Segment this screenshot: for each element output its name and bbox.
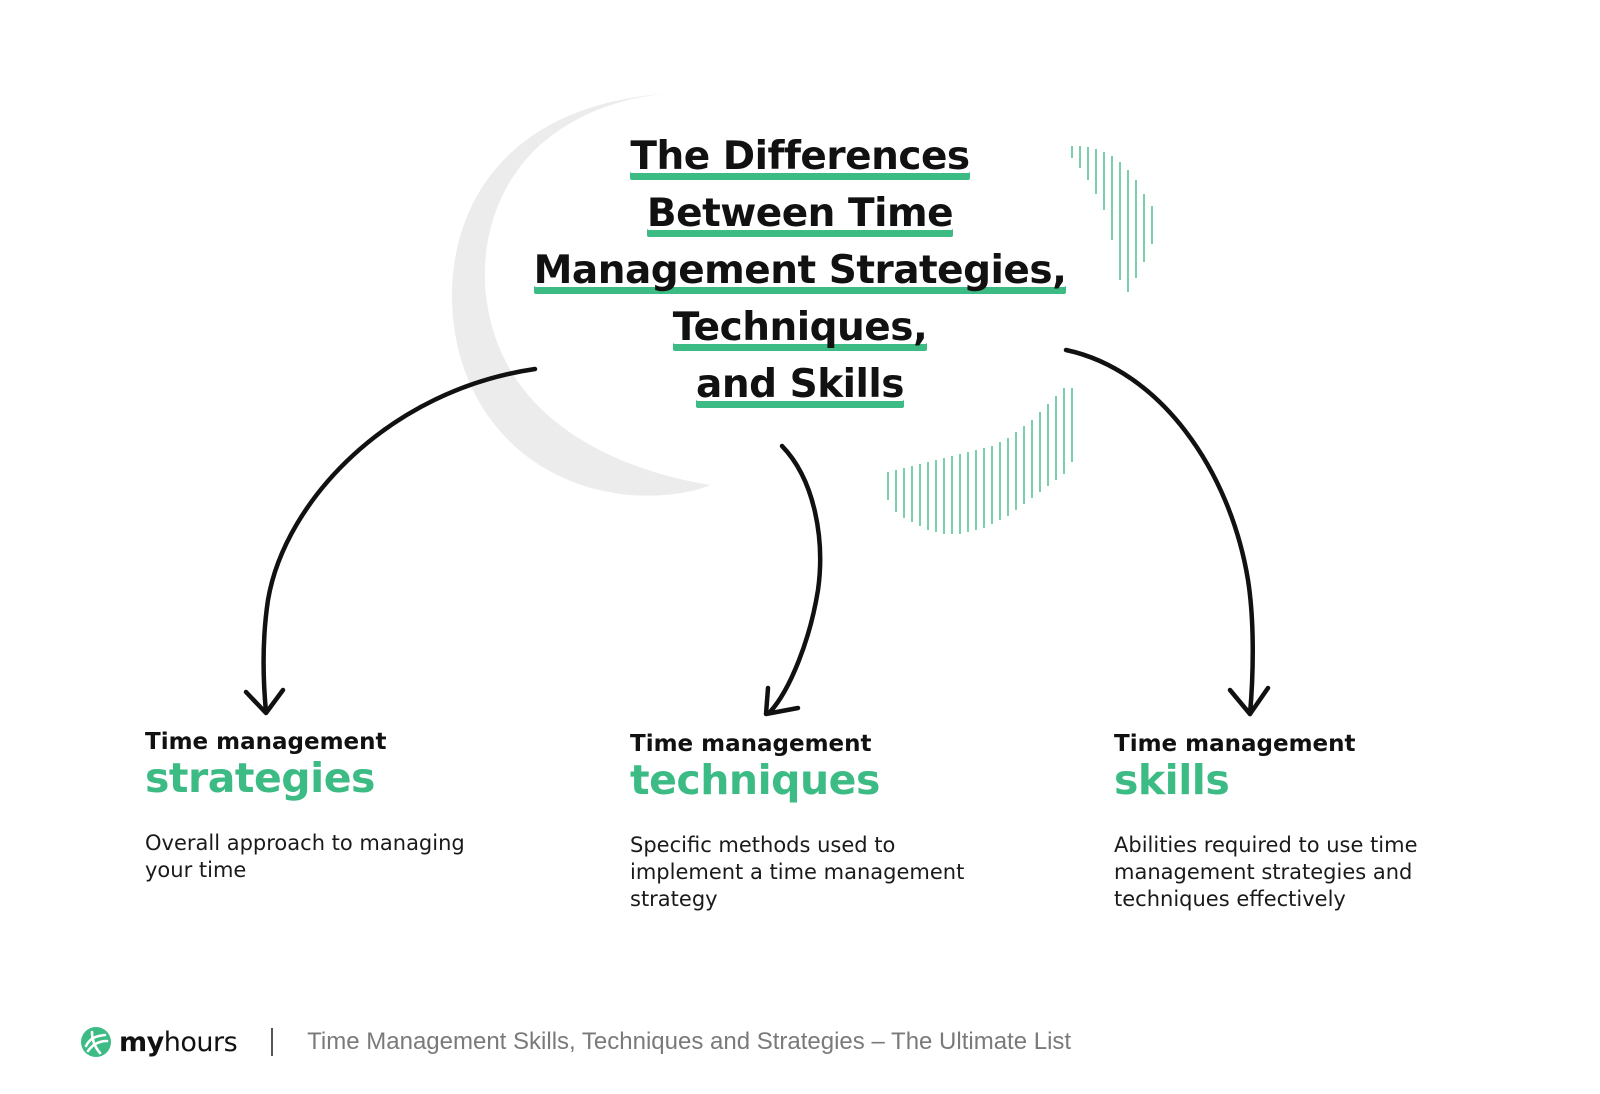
title-line-2: Between Time (646, 191, 954, 236)
arrowhead-skills (1227, 685, 1271, 717)
footer: myhours Time Management Skills, Techniqu… (80, 1022, 1071, 1062)
title-line-5: and Skills (696, 362, 904, 407)
column-description: Overall approach to managing your time (145, 831, 465, 882)
brand-name-rest: hours (163, 1026, 238, 1058)
column-pre-label: Time management (630, 731, 872, 757)
title-line-1: The Differences (630, 134, 970, 179)
title-line-3: Management Strategies, (533, 248, 1067, 293)
column-description: Specific methods used to implement a tim… (630, 833, 965, 911)
arrow-to-skills (1063, 347, 1255, 717)
arrowhead-techniques (763, 685, 801, 717)
column-highlight: techniques (630, 756, 880, 804)
column-pre-label: Time management (145, 729, 387, 755)
brand-name-bold: my (119, 1026, 164, 1058)
title-line-4: Techniques, (672, 305, 928, 350)
arrow-to-techniques (767, 443, 823, 715)
column-highlight: strategies (145, 754, 375, 802)
myhours-logo: myhours (80, 1026, 238, 1058)
skills-column: Time management skills Abilities require… (1114, 730, 1454, 913)
column-pre-label: Time management (1114, 731, 1356, 757)
myhours-logo-icon (81, 1027, 111, 1057)
arrowhead-strategies (243, 687, 286, 716)
techniques-column: Time management techniques Specific meth… (630, 730, 970, 913)
strategies-column: Time management strategies Overall appro… (145, 728, 485, 884)
column-highlight: skills (1114, 756, 1230, 804)
arrow-to-strategies (261, 366, 538, 715)
footer-divider (271, 1028, 274, 1056)
diagram-title: The Differences Between Time Management … (520, 128, 1080, 413)
striped-arc-decoration-top (1071, 146, 1153, 292)
column-description: Abilities required to use time managemen… (1114, 833, 1418, 911)
brand-name: myhours (119, 1026, 238, 1058)
footer-caption: Time Management Skills, Techniques and S… (307, 1028, 1072, 1055)
